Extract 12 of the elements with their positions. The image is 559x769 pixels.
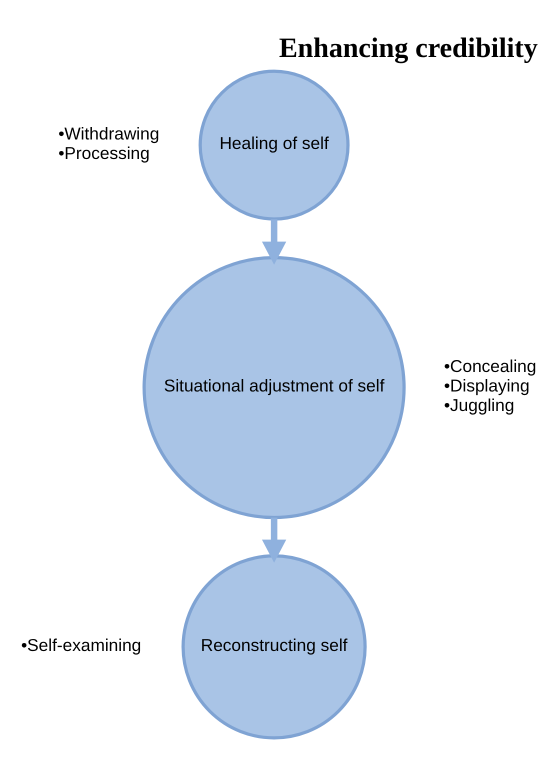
node-label: •Withdrawing bbox=[58, 124, 160, 144]
arrow bbox=[262, 518, 286, 563]
node-label: •Concealing bbox=[444, 356, 536, 376]
node-label: •Displaying bbox=[444, 376, 530, 396]
node-label: •Juggling bbox=[444, 395, 514, 416]
diagram-title: Enhancing credibility bbox=[278, 32, 538, 64]
node-circle: Reconstructing self bbox=[182, 554, 367, 740]
node-label: •Self-examining bbox=[21, 634, 142, 655]
node-circle: Healing of self bbox=[198, 70, 350, 221]
node-circle: Situational adjustment of self bbox=[142, 256, 406, 520]
node-label: •Processing bbox=[58, 142, 150, 163]
arrow bbox=[262, 219, 286, 265]
